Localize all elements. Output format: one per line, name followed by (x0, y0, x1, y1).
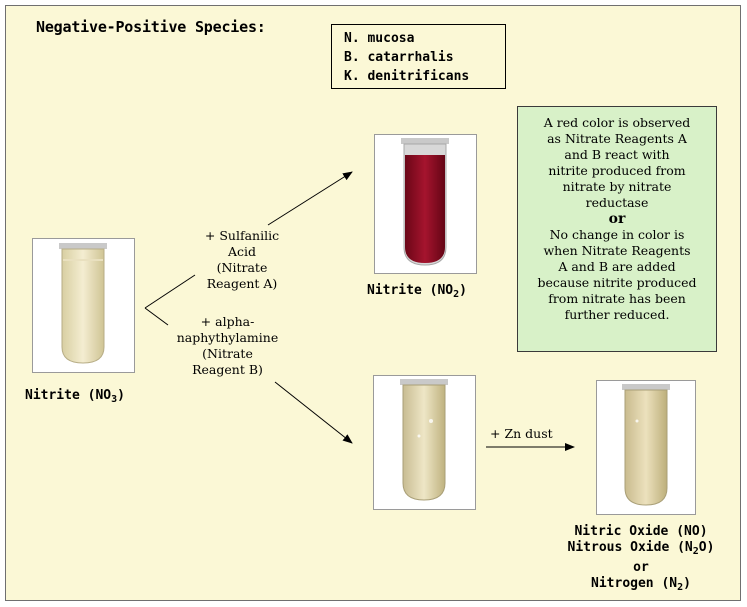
result-line: Nitrous Oxide (N2O) (543, 540, 739, 560)
result-line: Nitrogen (N2) (543, 576, 739, 596)
reagent-line: Reagent B) (160, 362, 295, 378)
tube-clear-frame (373, 375, 476, 510)
reagent-line: (Nitrate (192, 260, 292, 276)
tube-red-frame (374, 134, 477, 274)
red-tube-label: Nitrite (NO2) (367, 283, 467, 300)
reagent-line: Acid (192, 244, 292, 260)
test-tube-icon (33, 239, 134, 372)
reagent-a-label: + Sulfanilic Acid (Nitrate Reagent A) (192, 228, 292, 292)
final-results-label: Nitric Oxide (NO) Nitrous Oxide (N2O) or… (543, 524, 739, 596)
start-tube-label: Nitrite (NO3) (25, 388, 125, 405)
zn-dust-label: + Zn dust (490, 426, 560, 442)
test-tube-icon (374, 376, 475, 509)
arrow-to-pale-tube (275, 382, 352, 443)
tube-start-frame (32, 238, 135, 373)
result-line: or (543, 560, 739, 576)
test-tube-icon (597, 381, 695, 514)
reagent-b-label: + alpha- naphythylamine (Nitrate Reagent… (160, 314, 295, 378)
tube-zn-frame (596, 380, 696, 515)
reagent-line: naphythylamine (160, 330, 295, 346)
result-line: Nitric Oxide (NO) (543, 524, 739, 540)
test-tube-icon (375, 135, 476, 273)
reagent-line: + Sulfanilic (192, 228, 292, 244)
branch-line-up (145, 275, 195, 308)
reagent-line: Reagent A) (192, 276, 292, 292)
reagent-line: (Nitrate (160, 346, 295, 362)
arrow-to-red-tube (268, 172, 352, 225)
reagent-line: + alpha- (160, 314, 295, 330)
